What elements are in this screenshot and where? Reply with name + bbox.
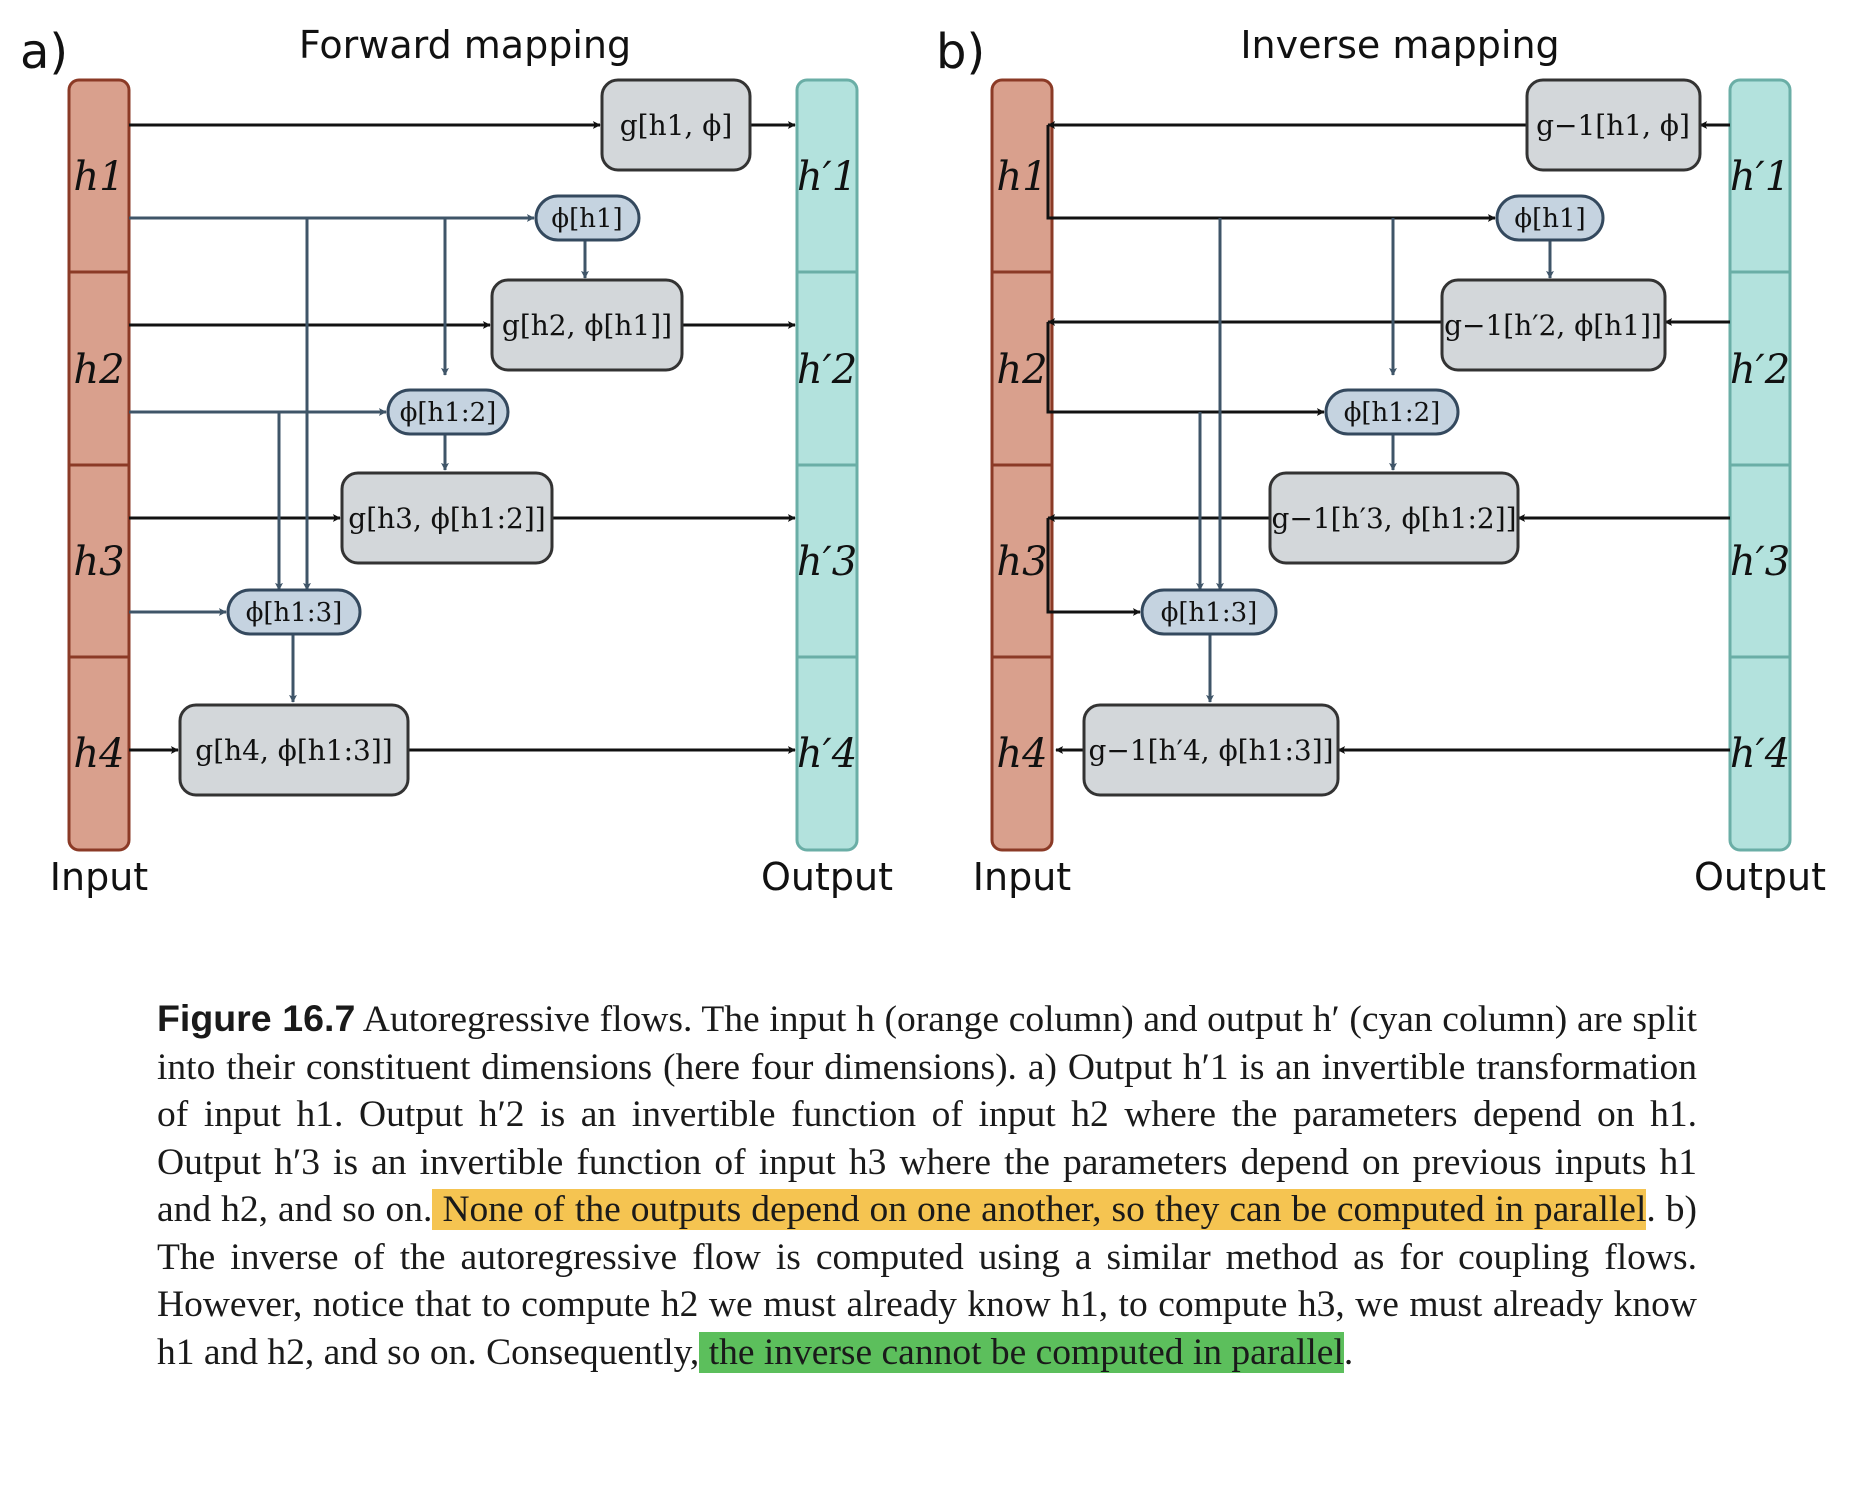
inverse-box-3: g−1[h′3, ϕ[h1:2]] — [1268, 471, 1520, 565]
svg-text:ϕ[h1]: ϕ[h1] — [551, 204, 622, 234]
svg-text:g[h4, ϕ[h1:3]]: g[h4, ϕ[h1:3]] — [195, 734, 392, 767]
caption-text-part-3: . — [1343, 1331, 1354, 1373]
input-cell-h1: h1 — [73, 154, 124, 200]
inverse-box-1: g−1[h1, ϕ] — [1525, 78, 1702, 172]
svg-text:g−1[h′3, ϕ[h1:2]]: g−1[h′3, ϕ[h1:2]] — [1271, 502, 1516, 535]
svg-text:ϕ[h1:3]: ϕ[h1:3] — [1161, 598, 1258, 628]
input-cell-h4: h4 — [996, 731, 1047, 777]
param-box-1: ϕ[h1] — [534, 194, 641, 242]
input-cell-h1: h1 — [996, 154, 1047, 200]
input-label: Input — [50, 855, 148, 899]
caption-highlight-parallel: None of the outputs depend on one anothe… — [432, 1189, 1647, 1230]
input-cell-h4: h4 — [73, 731, 124, 777]
panel-b-letter: b) — [936, 24, 985, 80]
output-cell-h1: h′1 — [797, 154, 857, 200]
conditioner-arrows — [129, 214, 589, 703]
input-cell-h2: h2 — [73, 347, 124, 393]
param-box-1: ϕ[h1] — [1495, 194, 1605, 242]
conditioner-arrows — [1196, 218, 1554, 703]
svg-text:ϕ[h1:2]: ϕ[h1:2] — [1344, 398, 1441, 428]
svg-text:ϕ[h1:2]: ϕ[h1:2] — [400, 398, 497, 428]
input-label: Input — [973, 855, 1071, 899]
param-box-3: ϕ[h1:3] — [1140, 588, 1278, 636]
output-label: Output — [1694, 855, 1826, 899]
input-cell-h2: h2 — [996, 347, 1047, 393]
panel-a-letter: a) — [20, 24, 68, 80]
autoregressive-flow-diagram: a) Forward mapping h1 h2 h3 h4 Input h′1… — [20, 23, 1826, 899]
svg-text:g[h1, ϕ]: g[h1, ϕ] — [620, 109, 733, 142]
input-cell-h3: h3 — [996, 539, 1047, 585]
panel-a: a) Forward mapping h1 h2 h3 h4 Input h′1… — [20, 23, 893, 899]
panel-b: b) Inverse mapping h1 h2 h3 h4 Input h′1… — [936, 23, 1826, 899]
output-label: Output — [761, 855, 893, 899]
svg-text:g−1[h′2, ϕ[h1]]: g−1[h′2, ϕ[h1]] — [1444, 309, 1662, 342]
panel-b-title: Inverse mapping — [1240, 23, 1559, 67]
transform-box-1: g[h1, ϕ] — [600, 78, 752, 172]
caption-text-part-2: . b) The inverse of the autoregressive f… — [157, 1189, 1697, 1373]
data-arrows — [1046, 121, 1730, 754]
caption-highlight-not-parallel: the inverse cannot be computed in parall… — [699, 1331, 1344, 1373]
output-cell-h4: h′4 — [797, 731, 857, 777]
output-column: h′1 h′2 h′3 h′4 — [795, 78, 859, 852]
svg-text:g−1[h′4, ϕ[h1:3]]: g−1[h′4, ϕ[h1:3]] — [1088, 734, 1333, 767]
caption-text-part-1: Autoregressive flows. The input h (orang… — [157, 999, 1698, 1230]
transform-box-2: g[h2, ϕ[h1]] — [490, 278, 684, 372]
output-cell-h2: h′2 — [797, 347, 857, 393]
input-column: h1 h2 h3 h4 — [990, 78, 1054, 852]
inverse-box-4: g−1[h′4, ϕ[h1:3]] — [1082, 703, 1340, 797]
output-cell-h3: h′3 — [797, 539, 857, 585]
figure-label: Figure 16.7 — [157, 997, 356, 1039]
param-box-2: ϕ[h1:2] — [386, 388, 510, 436]
output-cell-h3: h′3 — [1730, 539, 1790, 585]
param-box-3: ϕ[h1:3] — [226, 588, 362, 636]
input-cell-h3: h3 — [73, 539, 124, 585]
output-cell-h4: h′4 — [1730, 731, 1790, 777]
panel-a-title: Forward mapping — [299, 23, 631, 67]
data-arrows — [129, 121, 796, 754]
svg-text:g[h3, ϕ[h1:2]]: g[h3, ϕ[h1:2]] — [348, 502, 545, 535]
output-column: h′1 h′2 h′3 h′4 — [1728, 78, 1792, 852]
svg-text:g[h2, ϕ[h1]]: g[h2, ϕ[h1]] — [502, 309, 672, 342]
param-box-2: ϕ[h1:2] — [1324, 388, 1460, 436]
inverse-box-2: g−1[h′2, ϕ[h1]] — [1440, 278, 1667, 372]
svg-text:ϕ[h1:3]: ϕ[h1:3] — [246, 598, 343, 628]
figure-caption: Figure 16.7 Autoregressive flows. The in… — [157, 995, 1697, 1376]
svg-text:g−1[h1, ϕ]: g−1[h1, ϕ] — [1536, 109, 1690, 142]
svg-text:ϕ[h1]: ϕ[h1] — [1514, 204, 1585, 234]
input-column: h1 h2 h3 h4 — [67, 78, 131, 852]
transform-box-4: g[h4, ϕ[h1:3]] — [178, 703, 410, 797]
transform-box-3: g[h3, ϕ[h1:2]] — [340, 471, 554, 565]
output-cell-h2: h′2 — [1730, 347, 1790, 393]
output-cell-h1: h′1 — [1730, 154, 1790, 200]
